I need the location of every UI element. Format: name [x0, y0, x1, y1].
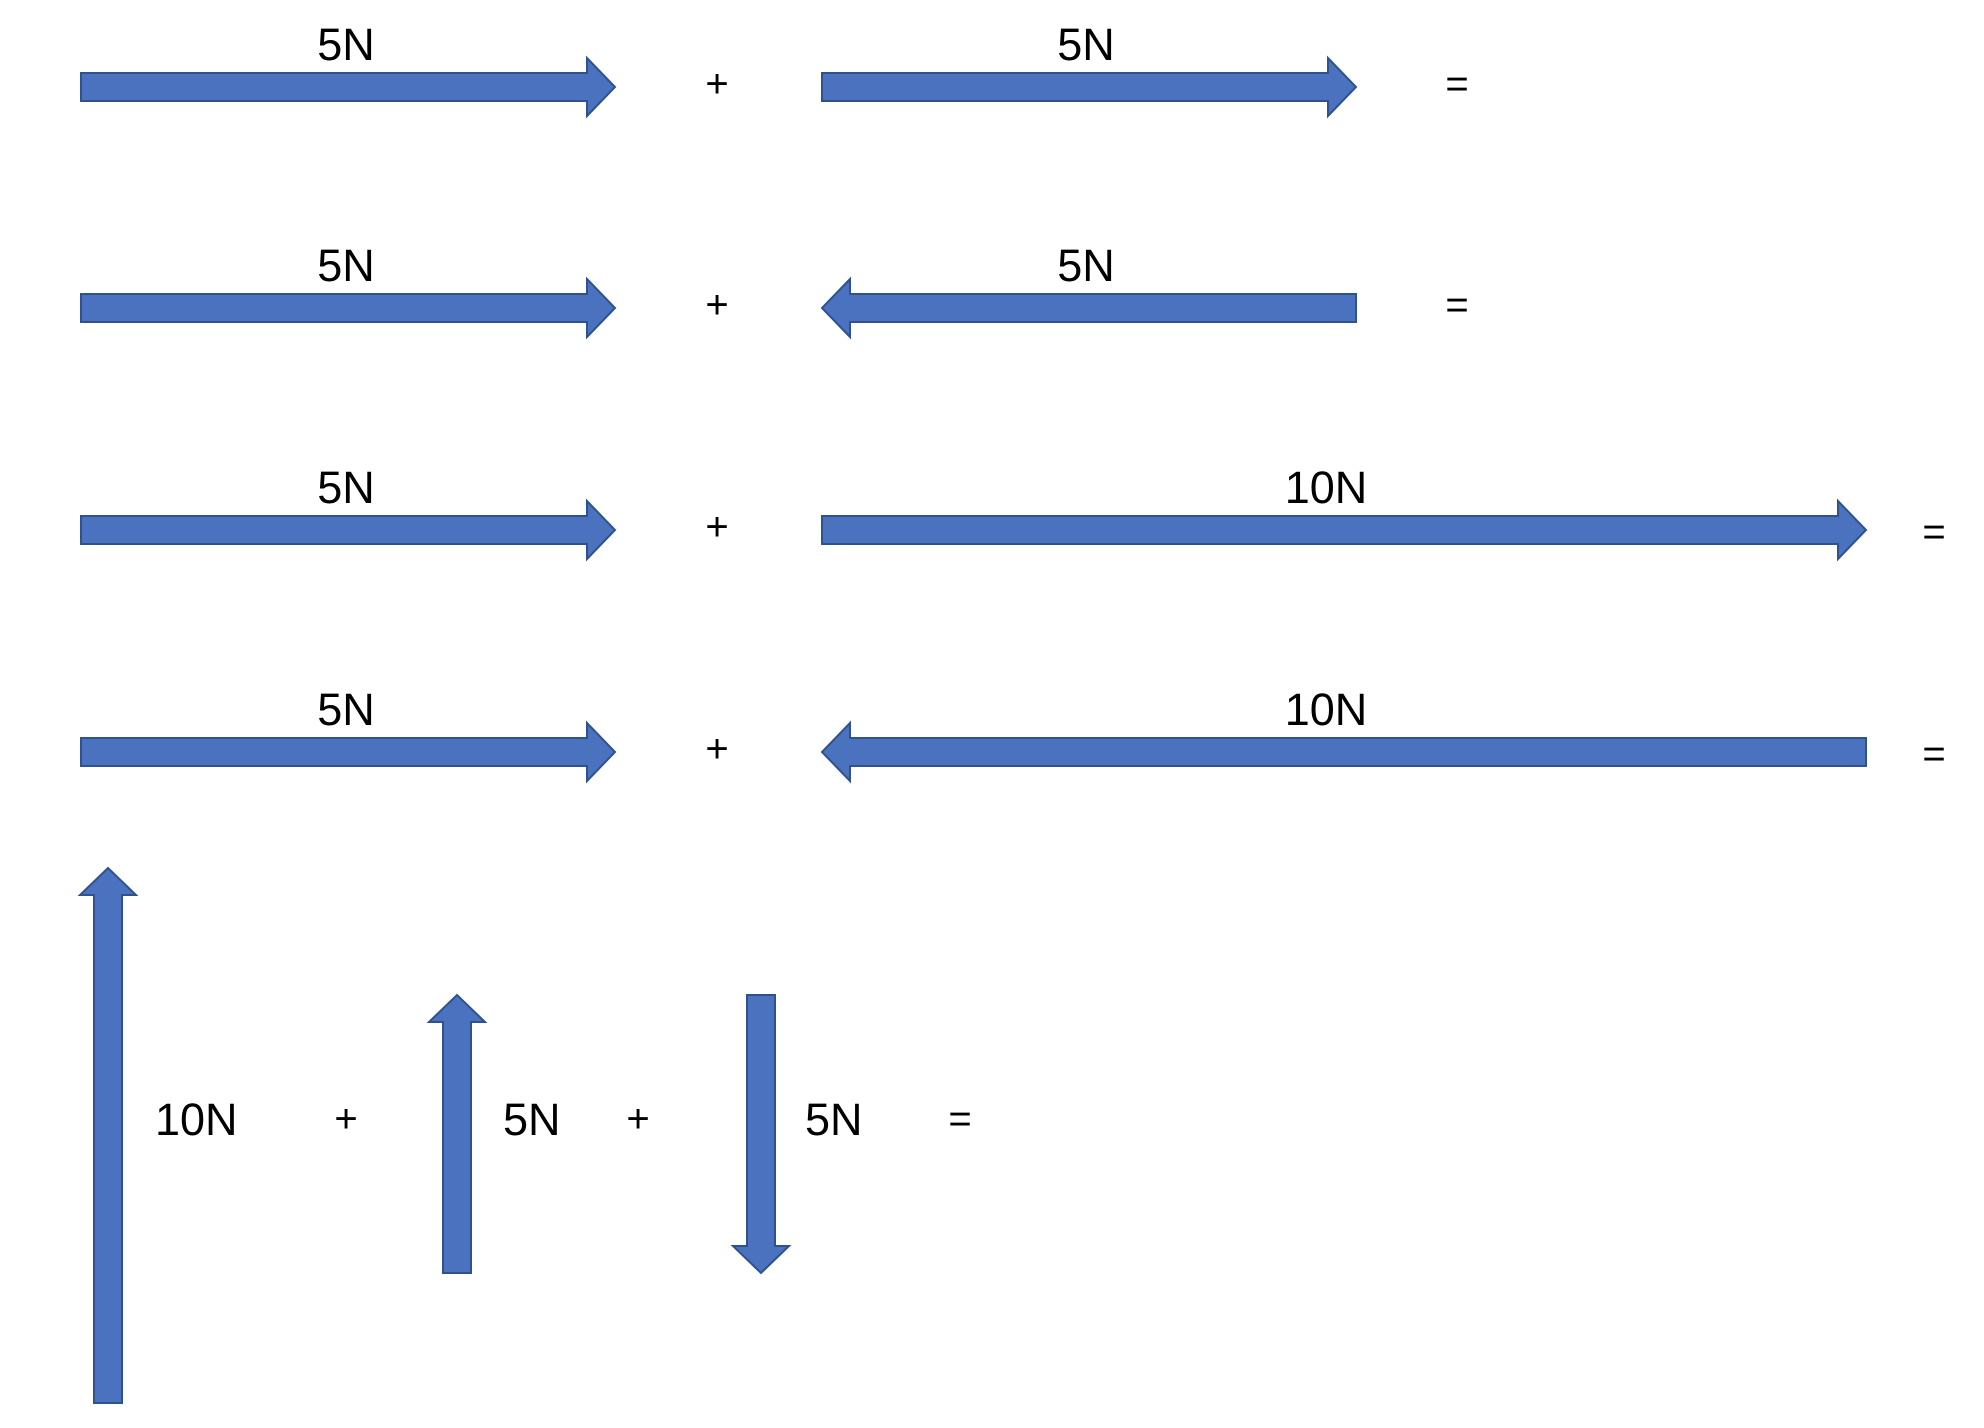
equals-sign: = [1445, 283, 1468, 327]
force-label: 5N [317, 19, 375, 70]
equals-sign: = [948, 1097, 971, 1141]
row-1: 5N + 5N = [80, 19, 1469, 119]
plus-sign: + [705, 727, 728, 771]
arrow-left-10n [820, 720, 1867, 784]
equals-sign: = [1922, 510, 1945, 554]
force-label: 5N [503, 1094, 561, 1145]
force-label: 5N [805, 1094, 863, 1145]
arrow-right-5n [80, 55, 617, 119]
equals-sign: = [1922, 732, 1945, 776]
arrow-down-5n [730, 994, 792, 1275]
arrow-up-5n [426, 993, 488, 1274]
force-label: 10N [1285, 462, 1368, 513]
plus-sign: + [705, 62, 728, 106]
force-label: 10N [155, 1094, 238, 1145]
force-label: 5N [317, 240, 375, 291]
force-label: 5N [317, 462, 375, 513]
arrow-right-5n [80, 276, 617, 340]
row-4: 5N + 10N = [80, 684, 1946, 784]
row-3: 5N + 10N = [80, 462, 1946, 562]
arrow-right-5n [80, 498, 617, 562]
equals-sign: = [1445, 62, 1468, 106]
row-2: 5N + 5N = [80, 240, 1469, 340]
plus-sign: + [334, 1097, 357, 1141]
force-label: 5N [1057, 240, 1115, 291]
plus-sign: + [705, 505, 728, 549]
force-label: 5N [1057, 19, 1115, 70]
arrow-right-10n [821, 498, 1868, 562]
row-vertical: 10N + 5N + 5N = [77, 866, 972, 1404]
arrow-right-5n [80, 720, 617, 784]
force-label: 10N [1285, 684, 1368, 735]
plus-sign: + [626, 1097, 649, 1141]
arrow-left-5n [820, 276, 1357, 340]
arrow-up-10n [77, 866, 139, 1404]
force-label: 5N [317, 684, 375, 735]
plus-sign: + [705, 283, 728, 327]
arrow-right-5n [821, 55, 1358, 119]
